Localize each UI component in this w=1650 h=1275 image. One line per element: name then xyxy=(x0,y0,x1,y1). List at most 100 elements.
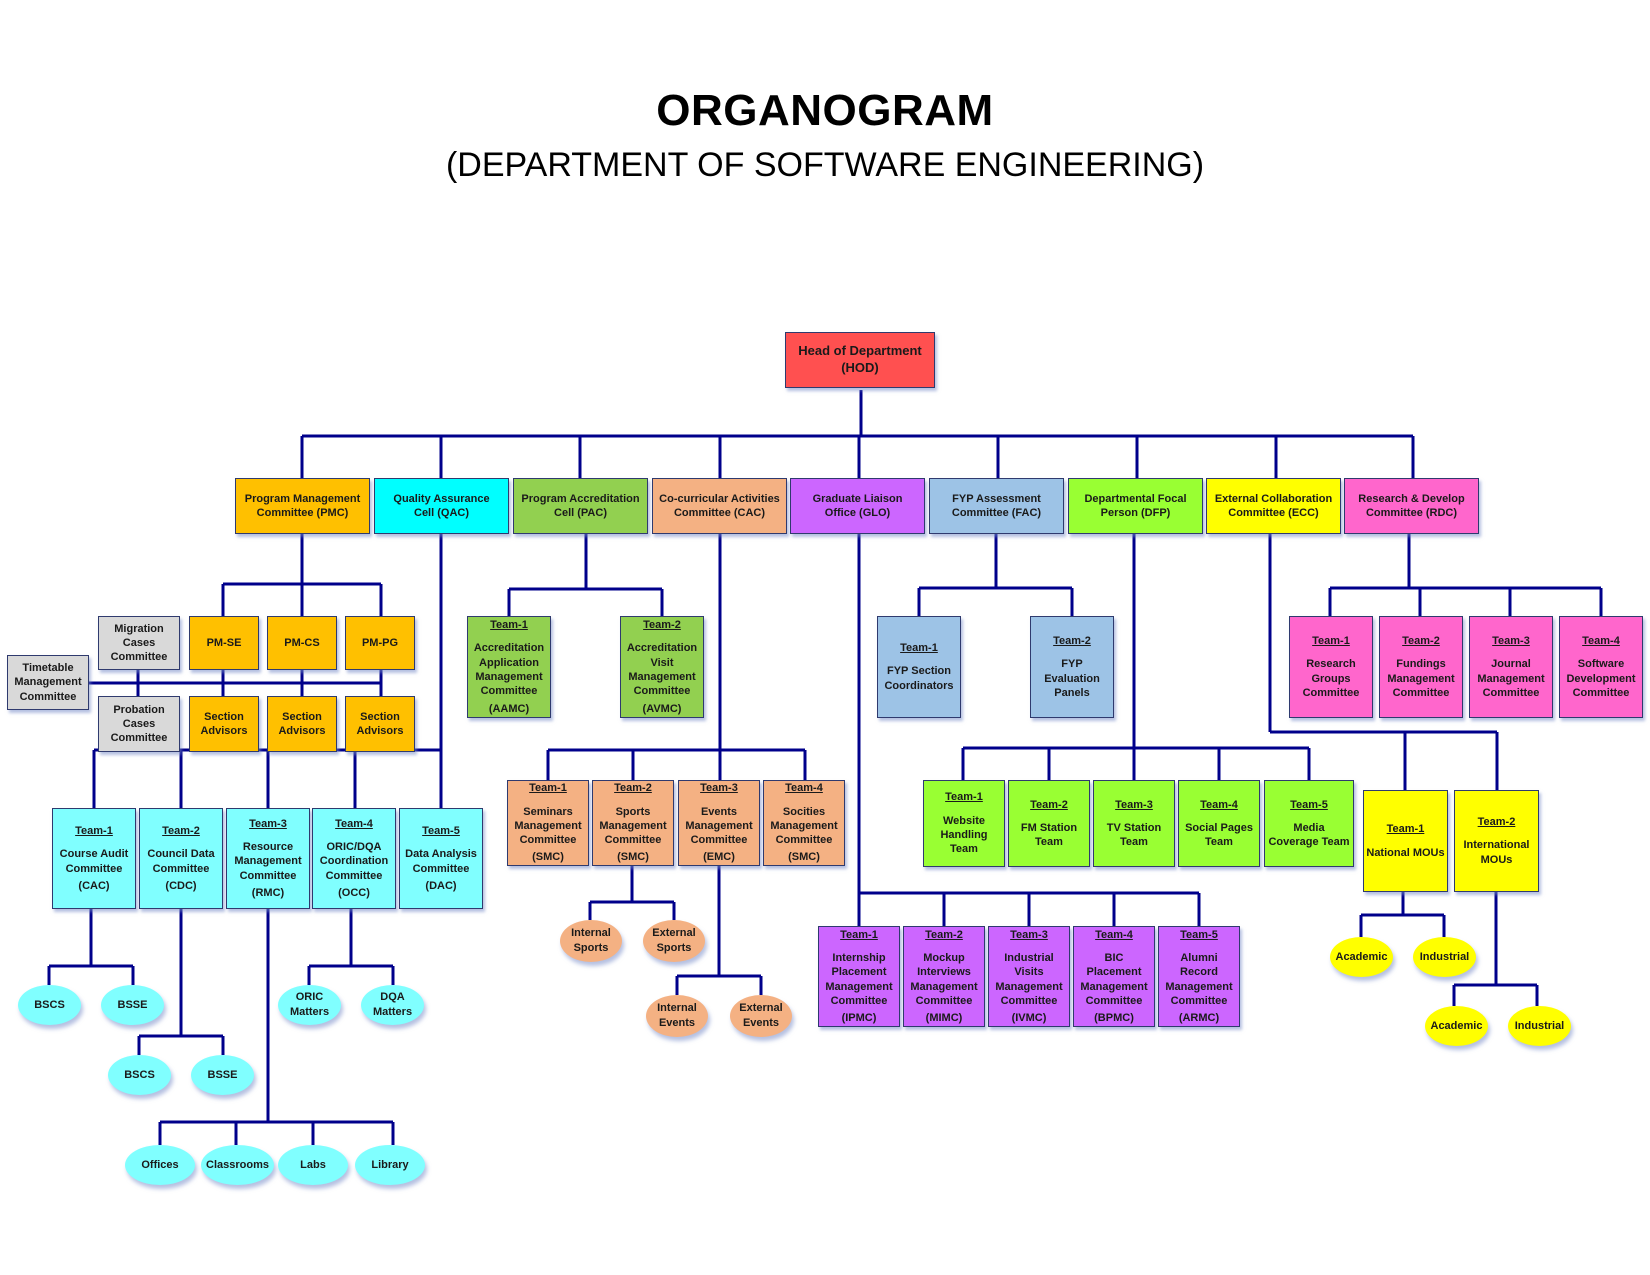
probation-cases-committee[interactable]: Probation Cases Committee xyxy=(98,696,180,752)
dfp-team-1[interactable]: Team-1 Website Handling Team xyxy=(923,780,1005,867)
ecc-team-2[interactable]: Team-2 International MOUs xyxy=(1454,790,1539,892)
box-label: Migration Cases Committee xyxy=(110,622,168,664)
oval-cdc-bsse[interactable]: BSSE xyxy=(191,1055,254,1095)
hod-box[interactable]: Head of Department (HOD) xyxy=(785,332,935,388)
oval-label: Academic xyxy=(1430,1019,1483,1032)
box-label: Section Advisors xyxy=(200,710,248,737)
oval-international-academic[interactable]: Academic xyxy=(1425,1006,1488,1046)
team-abbr: (SMC) xyxy=(617,851,649,864)
team-label: Team-3 xyxy=(249,817,287,830)
qac-team-2[interactable]: Team-2 Council Data Committee (CDC) xyxy=(139,808,223,909)
oval-labs[interactable]: Labs xyxy=(278,1145,348,1185)
connector xyxy=(1452,892,1539,1006)
rdc-team-1[interactable]: Team-1 Research Groups Committee xyxy=(1289,616,1373,718)
team-name: Media Coverage Team xyxy=(1268,821,1350,849)
committee-pmc[interactable]: Program Management Committee (PMC) xyxy=(235,478,370,534)
committee-fac[interactable]: FYP Assessment Committee (FAC) xyxy=(929,478,1064,534)
oval-label: Industrial xyxy=(1419,950,1470,963)
glo-team-5[interactable]: Team-5 Alumni Record Management Committe… xyxy=(1158,926,1240,1027)
committee-qac[interactable]: Quality Assurance Cell (QAC) xyxy=(374,478,509,534)
team-label: Team-2 xyxy=(614,782,652,795)
pm-se[interactable]: PM-SE xyxy=(189,616,259,670)
section-advisors-se[interactable]: Section Advisors xyxy=(189,696,259,752)
box-label: Timetable Management Committee xyxy=(14,662,82,703)
oval-internal-sports[interactable]: Internal Sports xyxy=(560,920,622,962)
qac-team-4[interactable]: Team-4 ORIC/DQA Coordination Committee (… xyxy=(312,808,396,909)
oval-external-events[interactable]: External Events xyxy=(730,995,792,1037)
committee-glo[interactable]: Graduate Liaison Office (GLO) xyxy=(790,478,925,534)
oval-internal-events[interactable]: Internal Events xyxy=(646,995,708,1037)
committee-abbr: Office (GLO) xyxy=(824,507,891,519)
oval-external-sports[interactable]: External Sports xyxy=(643,920,705,962)
pac-team-2[interactable]: Team-2 Accreditation Visit Management Co… xyxy=(620,616,704,718)
team-label: Team-3 xyxy=(1010,928,1048,941)
cac-team-2[interactable]: Team-2 Sports Management Committee (SMC) xyxy=(592,780,674,866)
oval-label: ORIC Matters xyxy=(289,991,330,1018)
oval-oric-matters[interactable]: ORIC Matters xyxy=(278,985,341,1025)
glo-team-1[interactable]: Team-1 Internship Placement Management C… xyxy=(818,926,900,1027)
team-name: Data Analysis Committee xyxy=(405,848,477,875)
qac-team-5[interactable]: Team-5 Data Analysis Committee (DAC) xyxy=(399,808,483,909)
section-advisors-cs[interactable]: Section Advisors xyxy=(267,696,337,752)
hod-abbr: (HOD) xyxy=(841,360,879,375)
oval-label: DQA Matters xyxy=(372,991,413,1018)
committee-rdc[interactable]: Research & Develop Committee (RDC) xyxy=(1344,478,1479,534)
committee-dfp[interactable]: Departmental Focal Person (DFP) xyxy=(1068,478,1203,534)
oval-cdc-bscs[interactable]: BSCS xyxy=(108,1055,171,1095)
team-abbr: (AAMC) xyxy=(488,702,530,715)
qac-team-1[interactable]: Team-1 Course Audit Committee (CAC) xyxy=(52,808,136,909)
committee-abbr: Committee (FAC) xyxy=(951,507,1042,519)
section-advisors-pg[interactable]: Section Advisors xyxy=(345,696,415,752)
connector xyxy=(961,534,1311,780)
glo-team-3[interactable]: Team-3 Industrial Visits Management Comm… xyxy=(988,926,1070,1027)
oval-national-industrial[interactable]: Industrial xyxy=(1413,937,1476,977)
committee-cac[interactable]: Co-curricular Activities Committee (CAC) xyxy=(652,478,787,534)
qac-team-3[interactable]: Team-3 Resource Management Committee (RM… xyxy=(226,808,310,909)
pm-cs[interactable]: PM-CS xyxy=(267,616,337,670)
oval-cac-bsse[interactable]: BSSE xyxy=(101,985,164,1025)
oval-national-academic[interactable]: Academic xyxy=(1330,937,1393,977)
oval-international-industrial[interactable]: Industrial xyxy=(1508,1006,1571,1046)
committee-ecc[interactable]: External Collaboration Committee (ECC) xyxy=(1206,478,1341,534)
glo-team-2[interactable]: Team-2 Mockup Interviews Management Comm… xyxy=(903,926,985,1027)
ecc-team-1[interactable]: Team-1 National MOUs xyxy=(1363,790,1448,892)
fac-team-1[interactable]: Team-1 FYP Section Coordinators xyxy=(877,616,961,718)
oval-label: BSCS xyxy=(34,998,65,1011)
timetable-management-committee[interactable]: Timetable Management Committee xyxy=(7,655,89,710)
pm-pg[interactable]: PM-PG xyxy=(345,616,415,670)
rdc-team-2[interactable]: Team-2 Fundings Management Committee xyxy=(1379,616,1463,718)
dfp-team-3[interactable]: Team-3 TV Station Team xyxy=(1093,780,1175,867)
team-abbr: (ARMC) xyxy=(1178,1012,1220,1025)
committee-name: Quality Assurance xyxy=(393,492,490,505)
connector xyxy=(857,534,1201,926)
team-name: Course Audit Committee xyxy=(59,848,129,875)
rdc-team-4[interactable]: Team-4 Software Development Committee xyxy=(1559,616,1643,718)
fac-team-2[interactable]: Team-2 FYP Evaluation Panels xyxy=(1030,616,1114,718)
rdc-team-3[interactable]: Team-3 Journal Management Committee xyxy=(1469,616,1553,718)
oval-dqa-matters[interactable]: DQA Matters xyxy=(361,985,424,1025)
committee-abbr: Person (DFP) xyxy=(1100,507,1171,519)
cac-team-4[interactable]: Team-4 Socities Management Committee (SM… xyxy=(763,780,845,866)
glo-team-4[interactable]: Team-4 BIC Placement Management Committe… xyxy=(1073,926,1155,1027)
oval-offices[interactable]: Offices xyxy=(125,1145,195,1185)
team-name: Council Data Committee xyxy=(147,848,215,875)
cac-team-3[interactable]: Team-3 Events Management Committee (EMC) xyxy=(678,780,760,866)
dfp-team-4[interactable]: Team-4 Social Pages Team xyxy=(1178,780,1260,867)
oval-cac-bscs[interactable]: BSCS xyxy=(18,985,81,1025)
dfp-team-5[interactable]: Team-5 Media Coverage Team xyxy=(1264,780,1354,867)
team-label: Team-1 xyxy=(1386,823,1425,836)
oval-classrooms[interactable]: Classrooms xyxy=(201,1145,274,1185)
team-name: Accreditation Application Management Com… xyxy=(473,642,545,698)
oval-library[interactable]: Library xyxy=(355,1145,425,1185)
team-label: Team-2 xyxy=(162,824,200,837)
dfp-team-2[interactable]: Team-2 FM Station Team xyxy=(1008,780,1090,867)
team-name: Socities Management Committee xyxy=(770,805,838,847)
committee-name: External Collaboration xyxy=(1214,492,1333,505)
migration-cases-committee[interactable]: Migration Cases Committee xyxy=(98,616,180,670)
box-label: Probation Cases Committee xyxy=(110,703,168,745)
cac-team-1[interactable]: Team-1 Seminars Management Committee (SM… xyxy=(507,780,589,866)
connector xyxy=(917,534,1074,616)
pac-team-1[interactable]: Team-1 Accreditation Application Managem… xyxy=(467,616,551,718)
committee-pac[interactable]: Program Accreditation Cell (PAC) xyxy=(513,478,648,534)
team-name: FYP Evaluation Panels xyxy=(1044,658,1100,699)
